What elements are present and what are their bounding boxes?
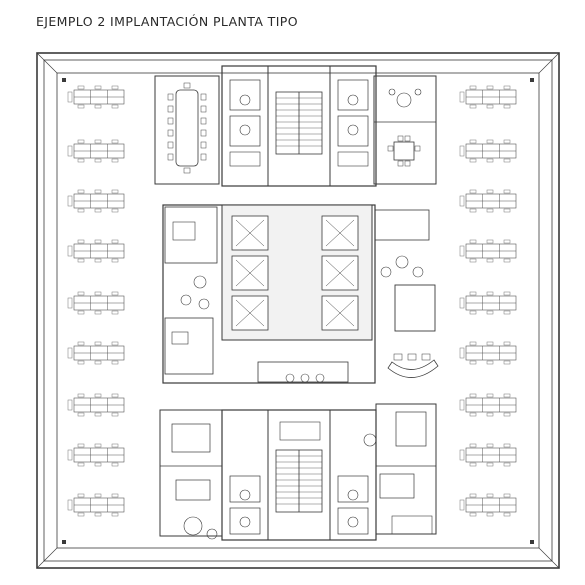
- central-core: [162, 204, 436, 384]
- right-workstations: [459, 85, 517, 517]
- building-envelope: [36, 52, 560, 569]
- boardroom-top-left: [154, 75, 220, 185]
- left-workstations: [67, 85, 125, 517]
- meeting-room-top-right: [373, 75, 437, 185]
- bottom-left-rooms: [159, 409, 223, 540]
- bottom-core: [221, 409, 377, 541]
- plan-title: EJEMPLO 2 IMPLANTACIÓN PLANTA TIPO: [36, 14, 298, 29]
- top-core: [221, 65, 377, 187]
- structural-columns: [62, 78, 534, 544]
- reception-desk: [387, 353, 439, 378]
- lounge-chairs: [180, 255, 424, 383]
- bottom-right-rooms: [363, 403, 437, 535]
